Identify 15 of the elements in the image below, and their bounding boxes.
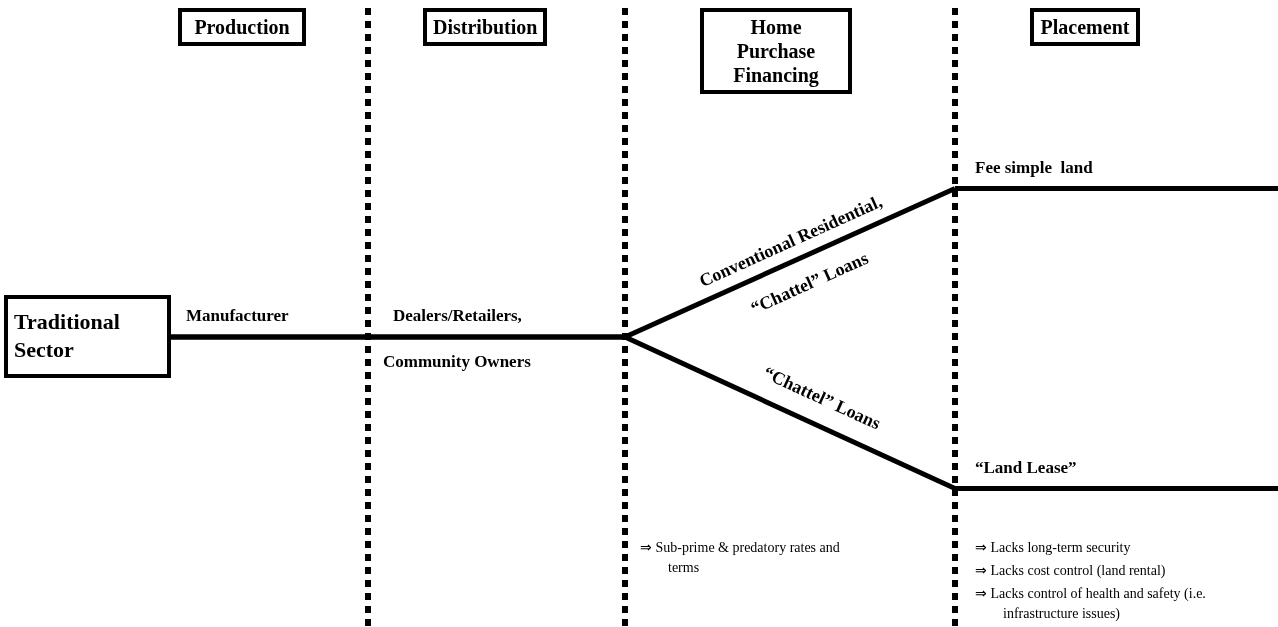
stage-label: Community Owners — [383, 352, 531, 372]
note-text: ⇒ Sub-prime & predatory rates and terms — [640, 539, 841, 577]
note-text: ⇒ Lacks control of health and safety (i.e. infrastructure issues) — [975, 585, 1207, 623]
stage-heading-box: Home Purchase Financing — [700, 8, 852, 94]
note-text: ⇒ Lacks long-term security — [975, 539, 1132, 557]
stage-heading-box: Placement — [1030, 8, 1140, 46]
stage-heading-box: Production — [178, 8, 306, 46]
sector-box: Traditional Sector — [4, 295, 171, 378]
stage-heading-box: Distribution — [423, 8, 547, 46]
stage-label: Manufacturer — [186, 306, 289, 326]
stage-label: Dealers/Retailers, — [393, 306, 522, 326]
branch-line — [171, 334, 957, 491]
note-text: ⇒ Lacks cost control (land rental) — [975, 562, 1167, 580]
placement-line: “Land Lease” — [955, 458, 1278, 491]
placement-line: Fee simple land — [955, 158, 1278, 191]
